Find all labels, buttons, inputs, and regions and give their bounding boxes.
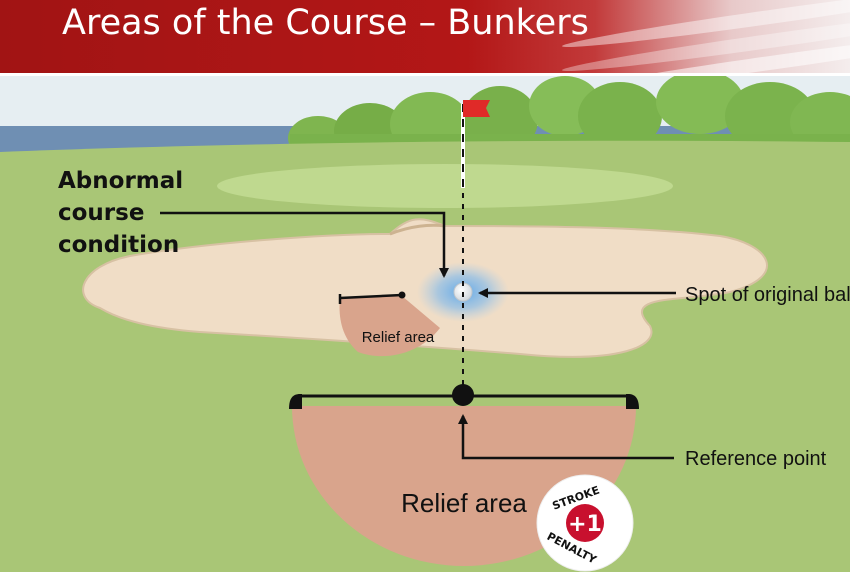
stroke-penalty-badge: +1 STROKE PENALTY bbox=[536, 474, 634, 572]
abnormal-label-line-2: course bbox=[58, 200, 144, 226]
reference-arrow bbox=[458, 414, 674, 460]
slide-title: Areas of the Course – Bunkers bbox=[62, 3, 589, 43]
large-relief-label: Relief area bbox=[401, 488, 527, 518]
small-relief-label: Relief area bbox=[362, 329, 435, 346]
abnormal-label-line-3: condition bbox=[58, 232, 179, 258]
title-bar: Areas of the Course – Bunkers bbox=[0, 0, 850, 76]
flag-icon bbox=[463, 100, 490, 117]
reference-label: Reference point bbox=[685, 448, 827, 470]
abnormal-label-line-1: Abnormal bbox=[58, 168, 183, 194]
flagstick bbox=[461, 100, 490, 188]
bunker-relief-diagram: Relief area Relief area +1 STROKE PENALT… bbox=[0, 76, 850, 572]
bunker-relief-area bbox=[339, 296, 440, 357]
reference-point-marker bbox=[452, 384, 474, 406]
header-divider bbox=[0, 73, 850, 76]
putting-green bbox=[217, 164, 673, 208]
abnormal-arrow bbox=[160, 211, 449, 278]
spot-label: Spot of original ball bbox=[685, 284, 850, 306]
penalty-value: +1 bbox=[568, 512, 602, 537]
